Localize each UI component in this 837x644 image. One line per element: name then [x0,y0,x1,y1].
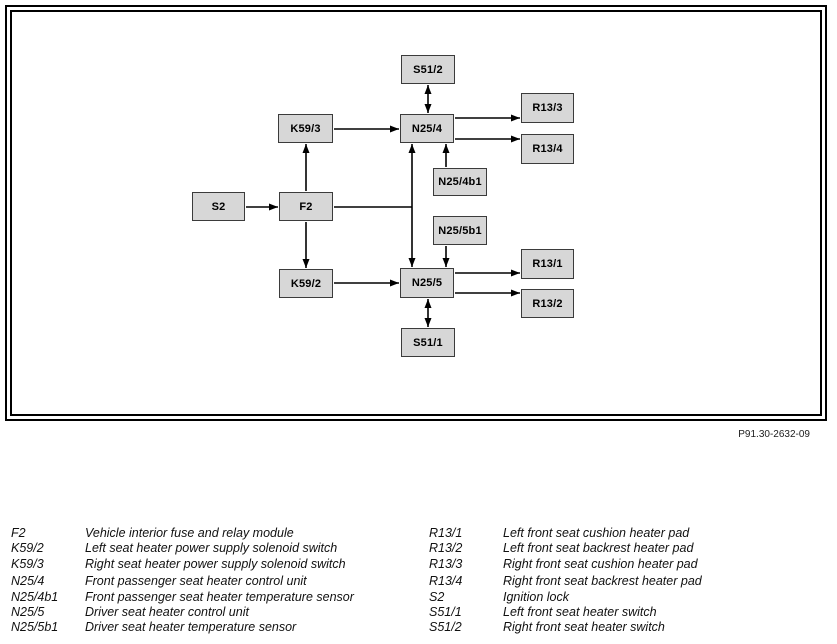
legend-code: K59/3 [11,556,44,571]
legend-code: K59/2 [11,541,44,556]
legend-row: R13/3 Right front seat cushion heater pa… [429,557,829,572]
legend-row: F2 Vehicle interior fuse and relay modul… [11,526,411,541]
legend-description: Right front seat cushion heater pad [503,556,698,571]
legend-description: Front passenger seat heater control unit [85,574,307,589]
legend-code: S51/2 [429,620,462,635]
legend-code: N25/4 [11,574,45,589]
legend-code: F2 [11,526,26,540]
legend-code: R13/3 [429,556,463,571]
node-r13-3: R13/3 [521,93,574,123]
legend-code: N25/5 [11,605,45,620]
legend-row: K59/2 Left seat heater power supply sole… [11,541,411,556]
legend-row: R13/2 Left front seat backrest heater pa… [429,541,829,556]
legend-row: S2 Ignition lock [429,590,829,605]
node-s51-2: S51/2 [401,55,455,84]
legend-code: S2 [429,589,445,604]
legend-description: Left front seat backrest heater pad [503,541,694,556]
node-n25-5: N25/5 [400,268,454,298]
figure-reference-number: P91.30-2632-09 [738,429,810,440]
node-k59-2: K59/2 [279,269,333,298]
legend-description: Driver seat heater control unit [85,605,249,620]
node-n25-4: N25/4 [400,114,454,143]
node-s51-1: S51/1 [401,328,455,357]
legend-code: R13/2 [429,541,463,556]
legend-row: N25/4 Front passenger seat heater contro… [11,574,411,589]
legend-row: R13/1 Left front seat cushion heater pad [429,526,829,541]
legend-code: S51/1 [429,605,462,620]
legend-column-right: R13/1 Left front seat cushion heater pad… [429,526,829,636]
legend-description: Left front seat heater switch [503,605,657,620]
node-n25-5b1: N25/5b1 [433,216,487,245]
node-f2: F2 [279,192,333,221]
legend-description: Ignition lock [503,589,570,604]
legend-code: R13/4 [429,574,463,589]
legend-row: N25/5b1 Driver seat heater temperature s… [11,620,411,635]
node-r13-4: R13/4 [521,134,574,164]
legend-description: Vehicle interior fuse and relay module [85,526,294,540]
legend-description: Driver seat heater temperature sensor [85,620,297,635]
diagram-frame-inner [10,10,822,416]
legend-code: R13/1 [429,526,463,540]
diagram-frame-outer [5,5,827,421]
legend-row: R13/4 Right front seat backrest heater p… [429,574,829,589]
legend-code: N25/5b1 [11,620,59,635]
legend-row: K59/3 Right seat heater power supply sol… [11,557,411,572]
legend-row: N25/4b1 Front passenger seat heater temp… [11,590,411,605]
legend-row: S51/1 Left front seat heater switch [429,605,829,620]
legend-code: N25/4b1 [11,589,59,604]
legend-row: S51/2 Right front seat heater switch [429,620,829,635]
legend-description: Front passenger seat heater temperature … [85,589,354,604]
legend-row: N25/5 Driver seat heater control unit [11,605,411,620]
legend-description: Right front seat backrest heater pad [503,574,702,589]
node-r13-1: R13/1 [521,249,574,279]
node-n25-4b1: N25/4b1 [433,168,487,196]
node-s2: S2 [192,192,245,221]
legend-column-left: F2 Vehicle interior fuse and relay modul… [11,526,411,636]
legend-description: Right front seat heater switch [503,620,665,635]
connector-lines [246,85,520,327]
legend-description: Left seat heater power supply solenoid s… [85,541,338,556]
node-r13-2: R13/2 [521,289,574,318]
node-k59-3: K59/3 [278,114,333,143]
legend-description: Left front seat cushion heater pad [503,526,690,540]
legend-description: Right seat heater power supply solenoid … [85,556,346,571]
